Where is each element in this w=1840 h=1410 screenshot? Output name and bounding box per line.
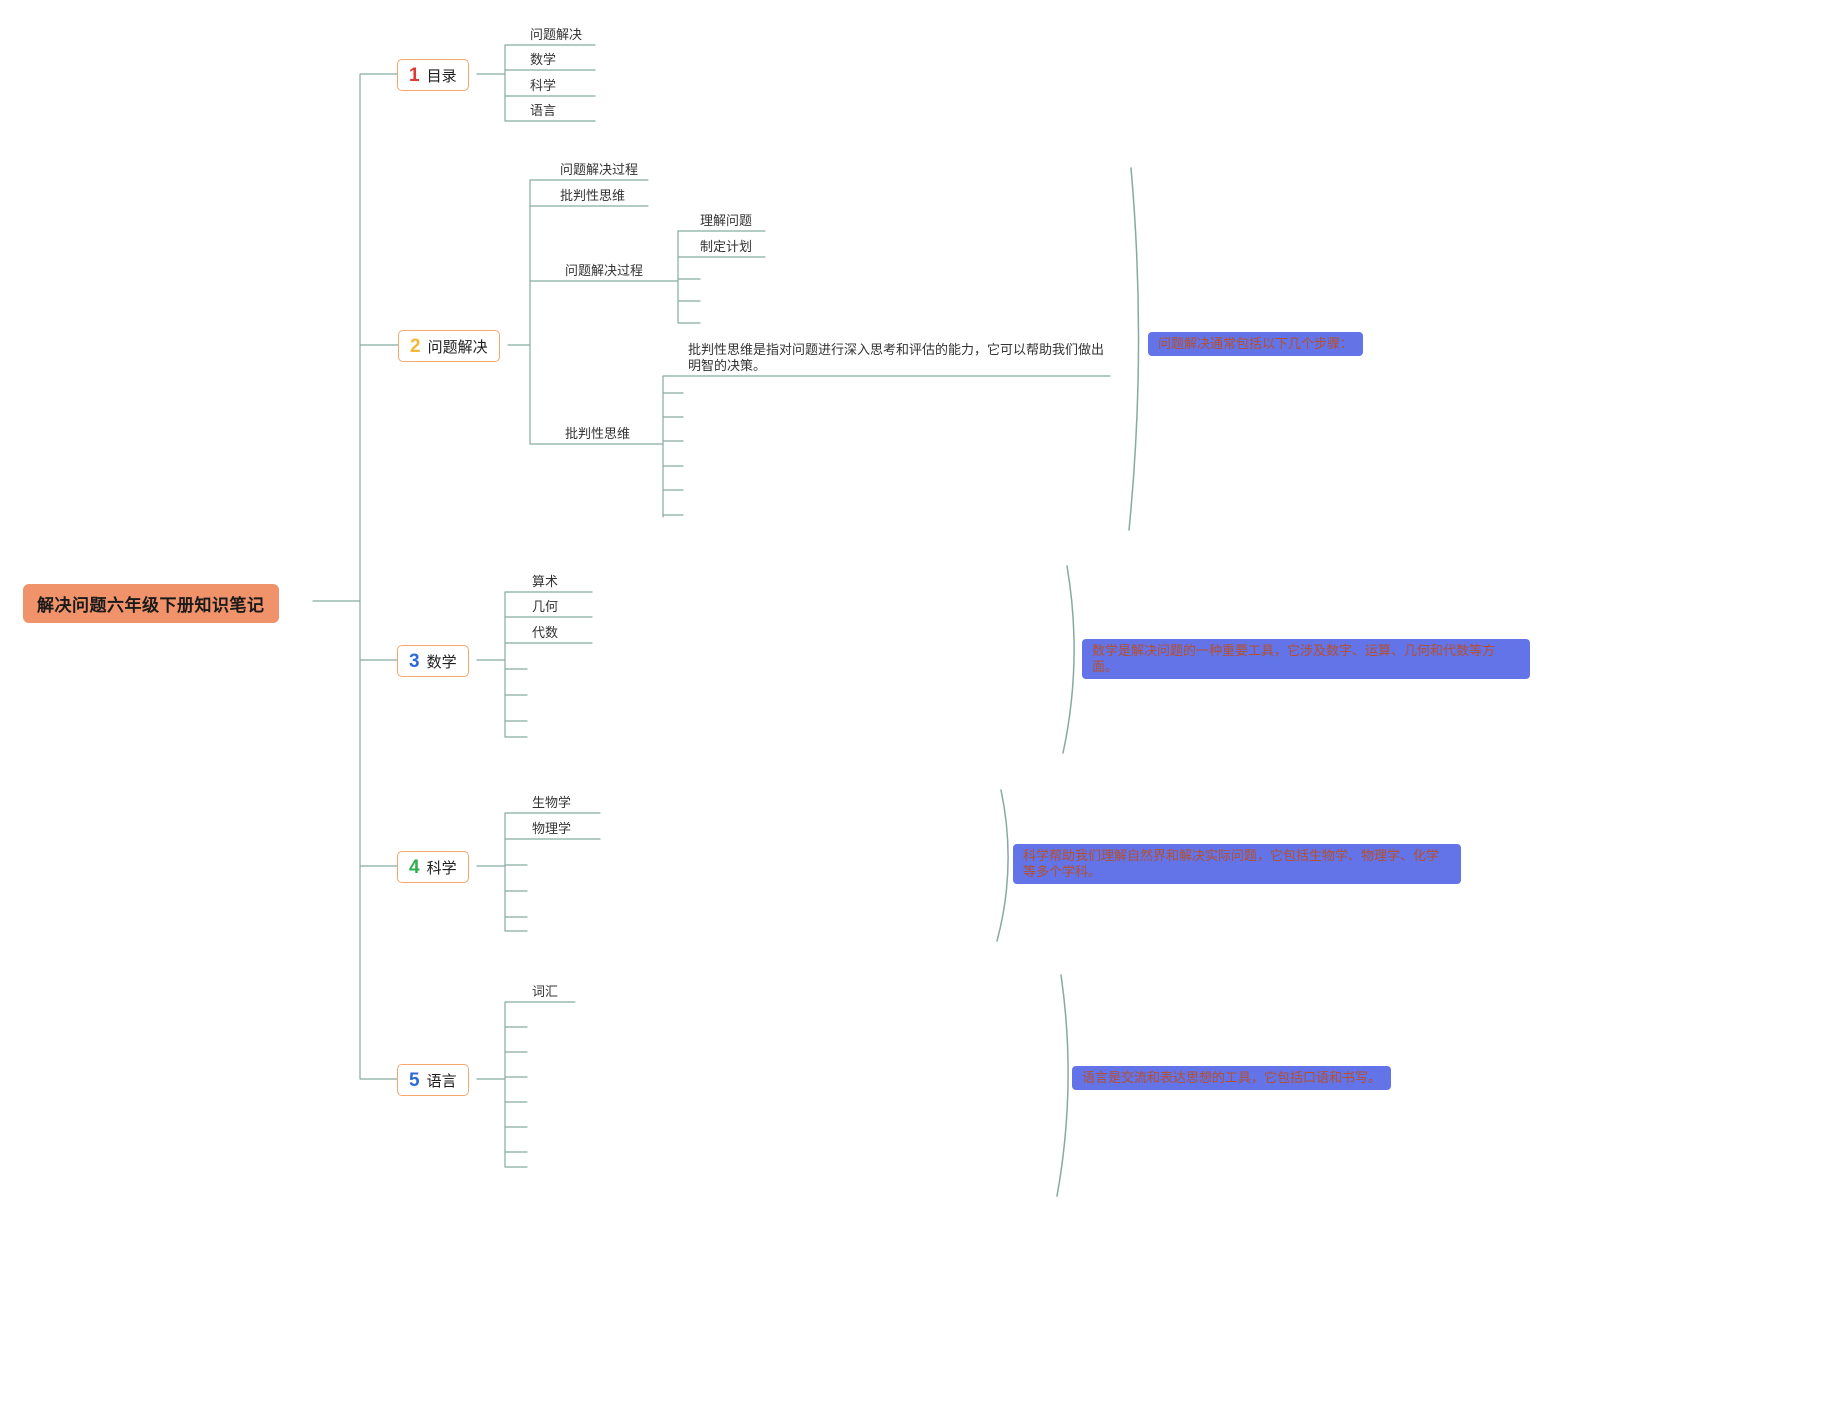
- summary-science[interactable]: 科学帮助我们理解自然界和解决实际问题，它包括生物学、物理学、化学等多个学科。: [1013, 844, 1461, 884]
- math-child-geometry[interactable]: 几何: [532, 599, 559, 614]
- branch-problem[interactable]: 2 问题解决: [398, 330, 500, 362]
- spine-lines: [312, 73, 399, 1080]
- branch-problem-number: 2: [410, 335, 421, 357]
- summary-brace-science: [996, 789, 1009, 942]
- branch-problem-label: 问题解决: [427, 338, 488, 356]
- branch-math-number: 3: [409, 650, 420, 672]
- toc-child-math[interactable]: 数学: [530, 52, 557, 67]
- process-child-understand[interactable]: 理解问题: [700, 213, 753, 228]
- branch-language-label: 语言: [426, 1072, 457, 1090]
- root-topic[interactable]: 解决问题六年级下册知识笔记: [23, 584, 279, 623]
- branch-math-label: 数学: [426, 653, 457, 671]
- branch-toc-label: 目录: [426, 67, 457, 85]
- language-lines: [476, 1001, 576, 1168]
- toc-child-language[interactable]: 语言: [530, 103, 557, 118]
- language-child-vocabulary[interactable]: 词汇: [532, 984, 559, 999]
- process-child-plan[interactable]: 制定计划: [700, 239, 753, 254]
- summary-language[interactable]: 语言是交流和表达思想的工具，它包括口语和书写。: [1072, 1066, 1392, 1090]
- branch-science[interactable]: 4 科学: [397, 851, 469, 883]
- process-node[interactable]: 问题解决过程: [565, 263, 644, 278]
- summary-brace-problem: [1128, 167, 1140, 531]
- branch-toc[interactable]: 1 目录: [397, 59, 469, 91]
- branch-language-number: 5: [409, 1069, 420, 1091]
- critical-thinking-note[interactable]: 批判性思维是指对问题进行深入思考和评估的能力，它可以帮助我们做出明智的决策。: [688, 342, 1105, 373]
- summary-math[interactable]: 数学是解决问题的一种重要工具，它涉及数字、运算、几何和代数等方面。: [1082, 639, 1530, 679]
- branch-toc-number: 1: [409, 64, 420, 86]
- branch-science-number: 4: [409, 856, 420, 878]
- summary-brace-language: [1056, 974, 1069, 1197]
- summary-problem[interactable]: 问题解决通常包括以下几个步骤：: [1148, 332, 1364, 356]
- branch-science-label: 科学: [426, 859, 457, 877]
- problem-leaf-process[interactable]: 问题解决过程: [560, 162, 639, 177]
- critical-node[interactable]: 批判性思维: [565, 426, 631, 441]
- toc-child-problem[interactable]: 问题解决: [530, 27, 583, 42]
- branch-math[interactable]: 3 数学: [397, 645, 469, 677]
- science-child-physics[interactable]: 物理学: [532, 821, 572, 836]
- toc-child-science[interactable]: 科学: [530, 78, 557, 93]
- summary-brace-math: [1062, 565, 1075, 754]
- math-child-algebra[interactable]: 代数: [532, 625, 559, 640]
- branch-language[interactable]: 5 语言: [397, 1064, 469, 1096]
- science-child-biology[interactable]: 生物学: [532, 795, 572, 810]
- problem-leaf-critical[interactable]: 批判性思维: [560, 188, 626, 203]
- math-child-arithmetic[interactable]: 算术: [532, 574, 559, 589]
